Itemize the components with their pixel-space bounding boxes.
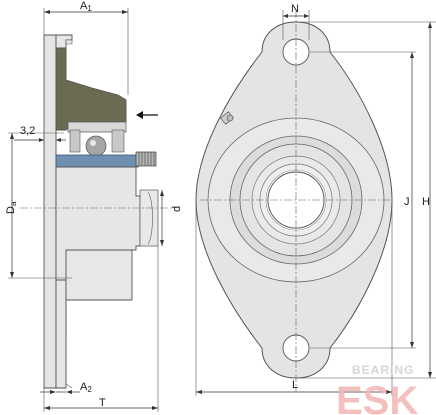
ball-highlight bbox=[90, 140, 96, 146]
label-l: L bbox=[292, 379, 298, 391]
lubrication-arrow bbox=[136, 111, 158, 119]
seal-left bbox=[69, 129, 81, 153]
shaft-end bbox=[139, 189, 159, 247]
label-h: H bbox=[422, 196, 430, 208]
shaft-curve bbox=[147, 191, 153, 245]
label-da: Da bbox=[5, 201, 18, 214]
set-screw bbox=[135, 151, 157, 167]
side-dimensions bbox=[8, 8, 164, 412]
label-a1: A1 bbox=[80, 0, 92, 13]
housing-pocket bbox=[65, 39, 73, 45]
watermark-logo: ESK bbox=[336, 379, 418, 415]
grease-nipple bbox=[220, 111, 234, 125]
label-d: d bbox=[171, 206, 183, 212]
housing-section-upper bbox=[55, 47, 127, 131]
front-dimensions bbox=[195, 10, 436, 396]
lower-boss bbox=[65, 249, 133, 301]
lower-flange-body bbox=[55, 279, 67, 389]
label-j: J bbox=[404, 196, 410, 208]
ball bbox=[85, 135, 107, 157]
seal-right bbox=[111, 129, 125, 153]
side-view bbox=[20, 34, 175, 389]
flange-plate bbox=[43, 34, 57, 389]
watermark-word: BEARING bbox=[352, 363, 414, 377]
esk-watermark: BEARING ESK bbox=[336, 363, 418, 415]
front-view bbox=[195, 10, 393, 392]
label-offset: 3,2 bbox=[20, 125, 35, 137]
label-n: N bbox=[291, 3, 299, 15]
label-t: T bbox=[99, 397, 106, 409]
lower-flange-edge bbox=[65, 300, 73, 389]
label-a2: A2 bbox=[80, 381, 92, 394]
outer-ring bbox=[67, 121, 127, 133]
inner-ring bbox=[55, 154, 139, 168]
